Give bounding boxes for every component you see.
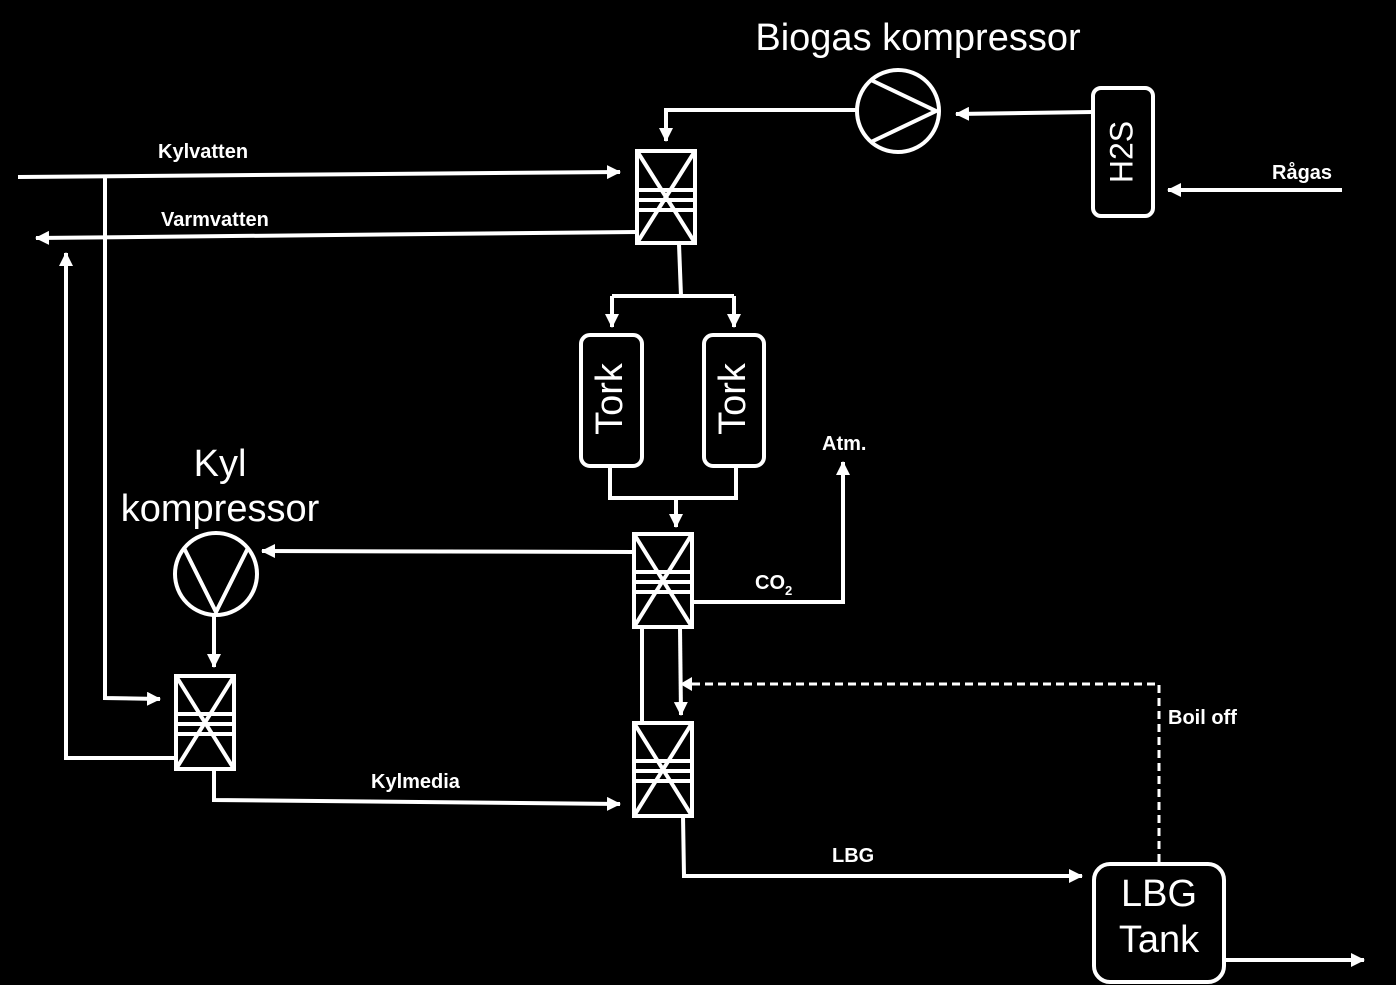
heat-exchanger-top-icon <box>635 149 697 245</box>
h2s-vessel <box>1091 86 1155 218</box>
lbg-tank-label-line1: LBG <box>1121 873 1197 915</box>
middle-to-bottom-right-line <box>673 626 688 716</box>
biogas-compressor-label: Biogas kompressor <box>755 17 1081 59</box>
kyl-compressor-label-line1: Kyl <box>194 443 247 485</box>
hx-to-dryers-line <box>677 243 683 297</box>
middle-hx-to-kyl-compressor-line <box>261 544 634 559</box>
kyl-compressor-icon <box>173 531 259 617</box>
h2s-label: H2S <box>1103 121 1139 183</box>
heat-exchanger-left-icon <box>174 674 236 771</box>
co2-atm-line <box>693 461 850 604</box>
co2-label-main: CO <box>755 572 785 594</box>
kylvatten-branch-line <box>103 177 161 706</box>
varmvatten-label: Varmvatten <box>161 209 269 231</box>
heat-exchanger-middle-icon <box>632 532 694 629</box>
biogas-compressor-icon <box>855 68 941 154</box>
varmvatten-return-line <box>59 252 174 760</box>
tork-2-label: Tork <box>712 362 754 435</box>
atm-label: Atm. <box>822 433 866 455</box>
boil-off-arrowhead <box>680 677 692 691</box>
h2s-to-compressor-line <box>955 106 1094 121</box>
compressor-to-hx-line <box>659 108 858 142</box>
ragas-label: Rågas <box>1272 161 1332 184</box>
boil-off-label: Boil off <box>1168 707 1237 729</box>
kyl-compressor-label-line2: kompressor <box>121 488 320 530</box>
tork-1-label: Tork <box>589 362 631 435</box>
co2-label: CO2 <box>755 572 792 598</box>
varmvatten-line <box>35 230 637 245</box>
tork-vessel-2 <box>702 333 766 468</box>
kylmedia-label: Kylmedia <box>371 771 461 793</box>
dryer-merge-line <box>608 466 738 500</box>
boil-off-line <box>692 682 1161 862</box>
lbg-tank <box>1092 862 1226 984</box>
tork-vessel-1 <box>579 333 644 468</box>
kylvatten-line <box>17 165 621 180</box>
lbg-tank-label-line2: Tank <box>1119 919 1200 961</box>
lbg-line <box>681 815 1083 883</box>
heat-exchanger-bottom-icon <box>632 721 694 818</box>
co2-label-sub: 2 <box>785 583 792 598</box>
lbg-flow-label: LBG <box>832 845 874 867</box>
kylvatten-label: Kylvatten <box>158 141 248 163</box>
kylmedia-line <box>212 769 621 811</box>
